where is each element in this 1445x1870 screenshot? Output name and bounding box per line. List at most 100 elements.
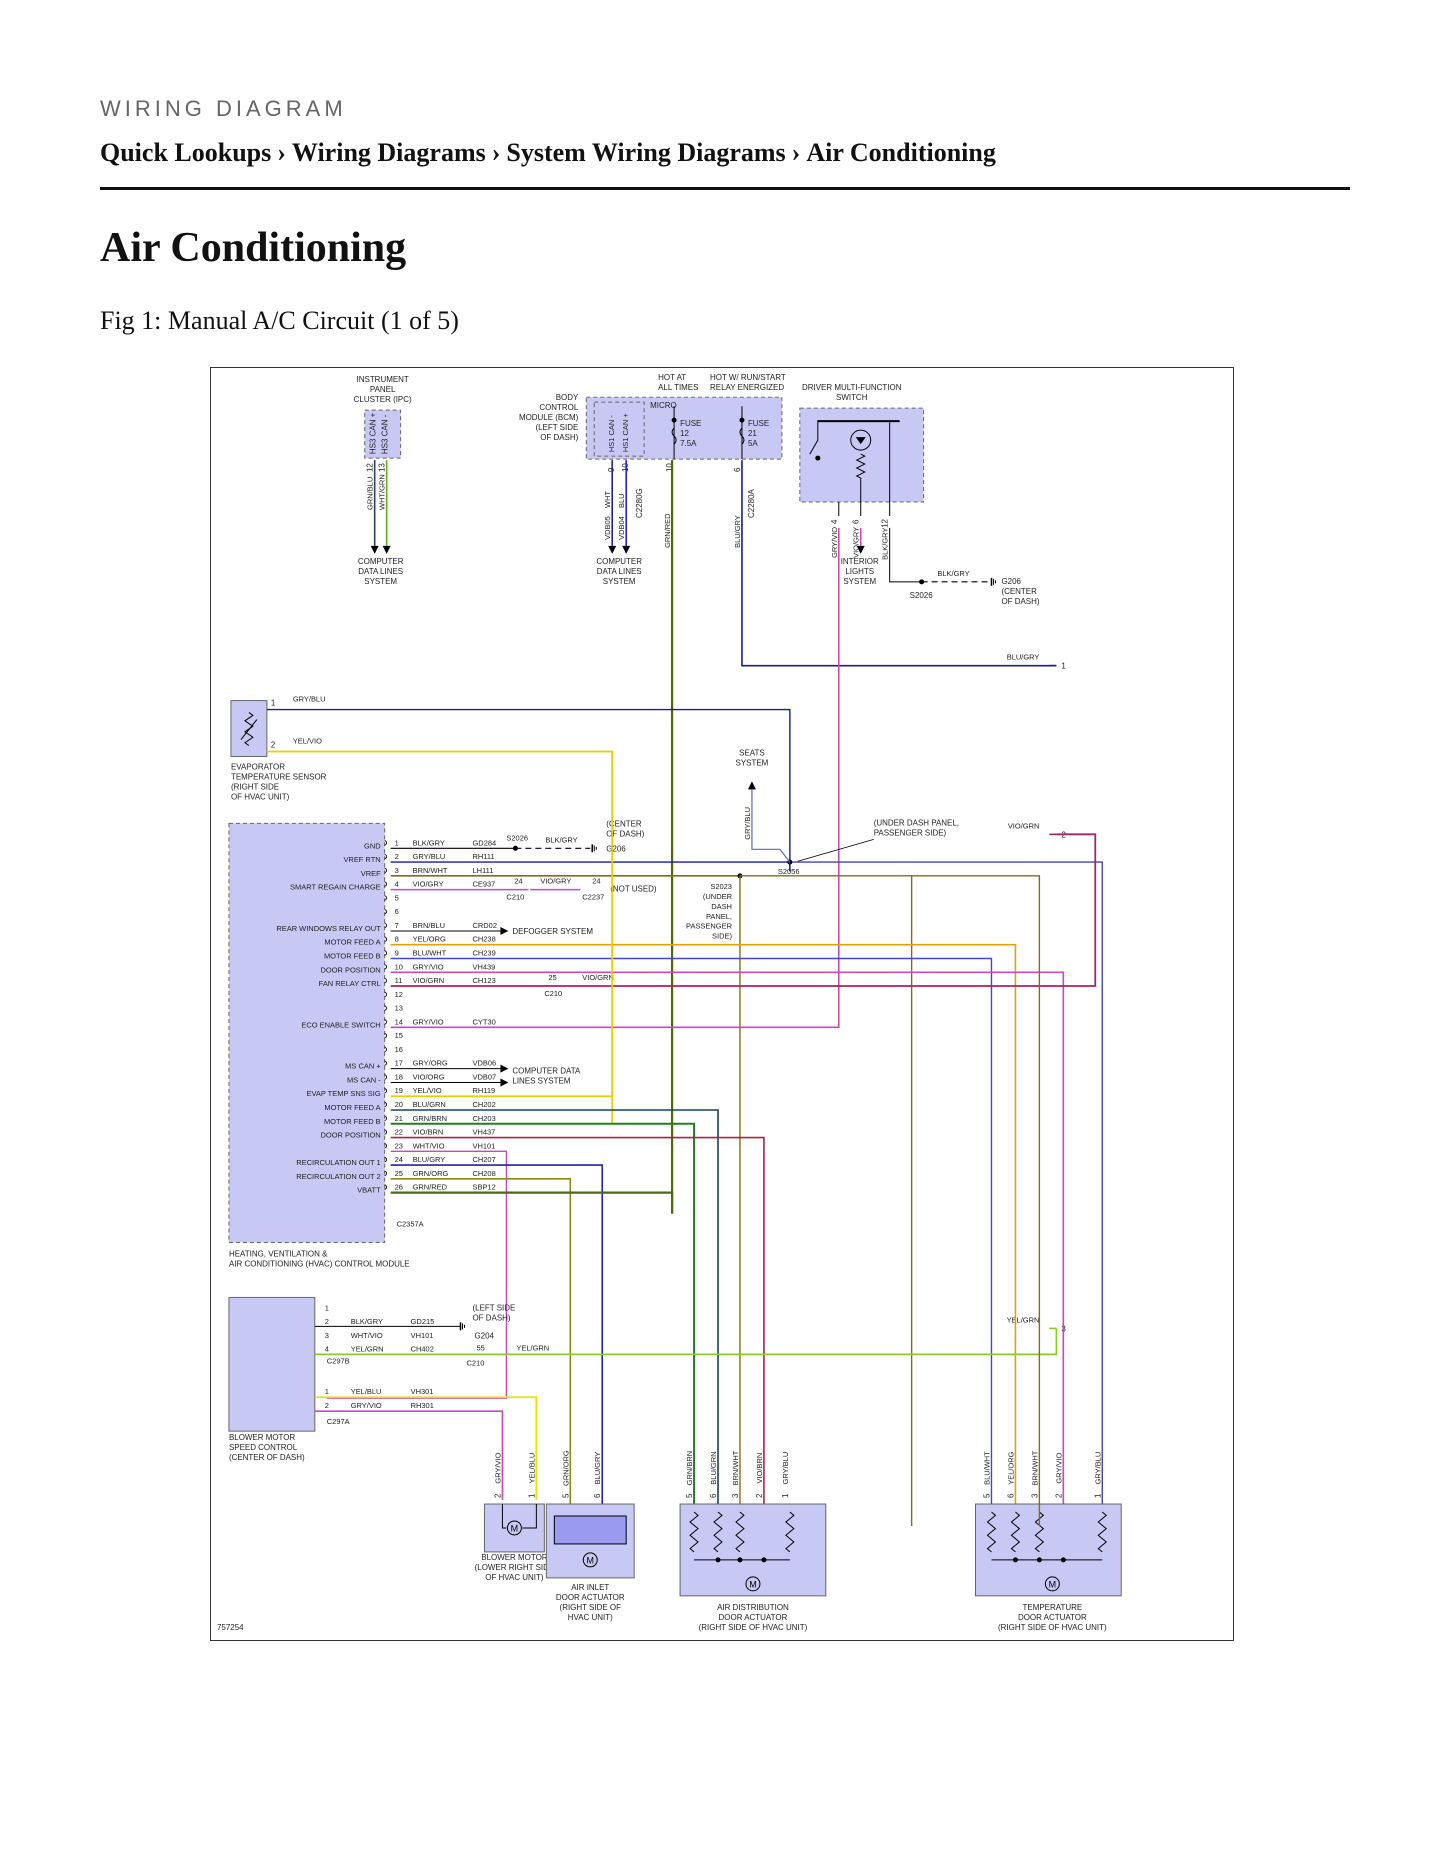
hot-at-all-times-label: ALL TIMES xyxy=(658,383,698,392)
pin-number: 3 xyxy=(1030,1493,1039,1498)
breadcrumb-wiring-diagrams[interactable]: Wiring Diagrams xyxy=(291,138,486,167)
ground-label: G206 xyxy=(606,844,626,853)
air-inlet-label: AIR INLET xyxy=(571,1583,609,1592)
dmfs-label: DRIVER MULTI-FUNCTION xyxy=(802,383,902,392)
wire-color-label: YEL/BLU xyxy=(527,1453,536,1484)
wire-color-label: BLK/GRY xyxy=(545,835,577,844)
arrow-right-icon xyxy=(500,1078,509,1087)
wire-color-label: GRY/VIO xyxy=(1054,1452,1063,1483)
pin-number: 6 xyxy=(1006,1493,1015,1498)
air-distribution-label: AIR DISTRIBUTION xyxy=(717,1603,789,1612)
splice-s2023-label: S2023 xyxy=(710,882,732,891)
connector-icon xyxy=(384,922,388,929)
hvac-pin-name: MOTOR FEED A xyxy=(324,1103,380,1112)
arrow-down-icon xyxy=(856,545,865,554)
hvac-pin-number: 3 xyxy=(395,866,399,875)
wire-color-label: YEL/GRN xyxy=(516,1343,549,1352)
wire-color-label: GRY/BLU xyxy=(293,695,326,704)
resistor-icon xyxy=(689,1511,699,1553)
blower-motor-label: BLOWER MOTOR xyxy=(481,1553,548,1562)
blower-motor-lead xyxy=(522,1504,537,1529)
wire-gry-blu xyxy=(266,708,791,872)
fuse-12-label: 12 xyxy=(680,429,689,438)
switch-contact xyxy=(815,455,821,461)
hvac-module xyxy=(228,822,386,1244)
wire-color-label: WHT/VIO xyxy=(351,1331,383,1340)
hvac-pin-name: MOTOR FEED B xyxy=(324,1117,381,1126)
motor-icon xyxy=(745,1576,761,1592)
connector-label: C2237 xyxy=(582,893,604,902)
connector-icon xyxy=(384,1032,388,1039)
switch-icon xyxy=(809,420,819,455)
ground-g206-label: OF DASH) xyxy=(1001,597,1039,606)
breadcrumb-air-conditioning[interactable]: Air Conditioning xyxy=(806,138,996,167)
evap-sensor-label: (RIGHT SIDE xyxy=(231,782,279,791)
bcm-pin-name: HS1 CAN - xyxy=(607,415,616,452)
hvac-pin-name: MOTOR FEED B xyxy=(324,951,381,960)
circuit-label: CH203 xyxy=(472,1114,495,1123)
wire-color-label: BLU xyxy=(617,493,626,508)
connector-label: C2280A xyxy=(747,488,756,517)
pin-number: 4 xyxy=(830,519,839,524)
fuse-21-label: 5A xyxy=(748,439,758,448)
arrow-right-icon xyxy=(500,926,509,935)
wire-color-label: YEL/VIO xyxy=(413,1086,442,1095)
bcm-label: OF DASH) xyxy=(540,433,578,442)
wire-brn-wht xyxy=(911,875,1041,1526)
connector-icon xyxy=(384,1156,388,1163)
wire-color-label: GRY/VIO xyxy=(830,527,839,558)
fuse-21-label: FUSE xyxy=(748,419,769,428)
wire-blu-gry xyxy=(390,1164,604,1526)
wire-gry-vio xyxy=(390,971,1065,1526)
left-dash-label: (LEFT SIDE xyxy=(472,1303,515,1312)
dmfs-switch-bus xyxy=(817,420,900,423)
circuit-label: VDB05 xyxy=(603,516,612,540)
temperature-door-actuator-module xyxy=(975,1503,1122,1597)
pin-number: 24 xyxy=(514,877,522,886)
wire-color-label: BRN/WHT xyxy=(413,866,448,875)
actuator-gear-icon xyxy=(553,1515,627,1545)
wire-color-label: WHT xyxy=(603,491,612,508)
air-distribution-label: (RIGHT SIDE OF HVAC UNIT) xyxy=(699,1623,808,1632)
computer-data-lines-label: COMPUTER DATA xyxy=(512,1067,581,1076)
ipc-pin-name: HS3 CAN + xyxy=(369,412,378,454)
breadcrumb-system-wiring-diagrams[interactable]: System Wiring Diagrams xyxy=(506,138,786,167)
wire-color-label: WHT/VIO xyxy=(413,1141,445,1150)
connector-icon xyxy=(384,1129,388,1135)
wire-color-label: GRY/VIO xyxy=(493,1452,502,1483)
splice-label: S2056 xyxy=(778,867,800,876)
hvac-pin-number: 6 xyxy=(395,907,399,916)
hvac-pin-number: 24 xyxy=(395,1155,403,1164)
circuit-label: CH402 xyxy=(411,1345,434,1354)
wire-color-label: BRN/BLU xyxy=(413,921,445,930)
pin-number: 5 xyxy=(685,1493,694,1498)
wire-color-label: GRY/BLU xyxy=(743,807,752,840)
temperature-door-label: DOOR ACTUATOR xyxy=(1018,1613,1087,1622)
hvac-module-label: HEATING, VENTILATION & xyxy=(229,1250,328,1259)
hvac-pin-name: DOOR POSITION xyxy=(320,1131,380,1140)
pin-number: 5 xyxy=(982,1493,991,1498)
bcm-dest-label: SYSTEM xyxy=(603,577,636,586)
wire-color-label: BLU/GRY xyxy=(413,1155,446,1164)
hvac-pin-name: GND xyxy=(364,841,381,850)
connector-icon xyxy=(384,950,388,956)
hvac-pin-number: 11 xyxy=(395,976,403,985)
wire-color-label: GRY/BLU xyxy=(1093,1452,1102,1485)
breadcrumb-quick-lookups[interactable]: Quick Lookups xyxy=(100,138,272,167)
circuit-label: RH111 xyxy=(472,852,494,861)
air-distribution-label: DOOR ACTUATOR xyxy=(719,1613,788,1622)
connector-icon xyxy=(384,977,388,984)
not-used-label: (NOT USED) xyxy=(610,885,657,894)
splice-s2023-label: PANEL, xyxy=(706,912,732,921)
center-dash-label: OF DASH) xyxy=(606,829,644,838)
resistor-icon xyxy=(1097,1511,1108,1553)
wire-color-label: YEL/GRN xyxy=(1007,1315,1040,1324)
connector-icon xyxy=(384,1170,388,1177)
wire-color-label: BLU/WHT xyxy=(982,1451,991,1485)
hvac-pin-name: MS CAN + xyxy=(345,1062,380,1071)
connector-icon xyxy=(384,895,388,901)
wire-color-label: GRN/ORG xyxy=(413,1169,449,1178)
splice-dot xyxy=(715,1557,721,1563)
hvac-pin-name: SMART REGAIN CHARGE xyxy=(290,883,381,892)
hvac-pin-name: FAN RELAY CTRL xyxy=(319,979,381,988)
